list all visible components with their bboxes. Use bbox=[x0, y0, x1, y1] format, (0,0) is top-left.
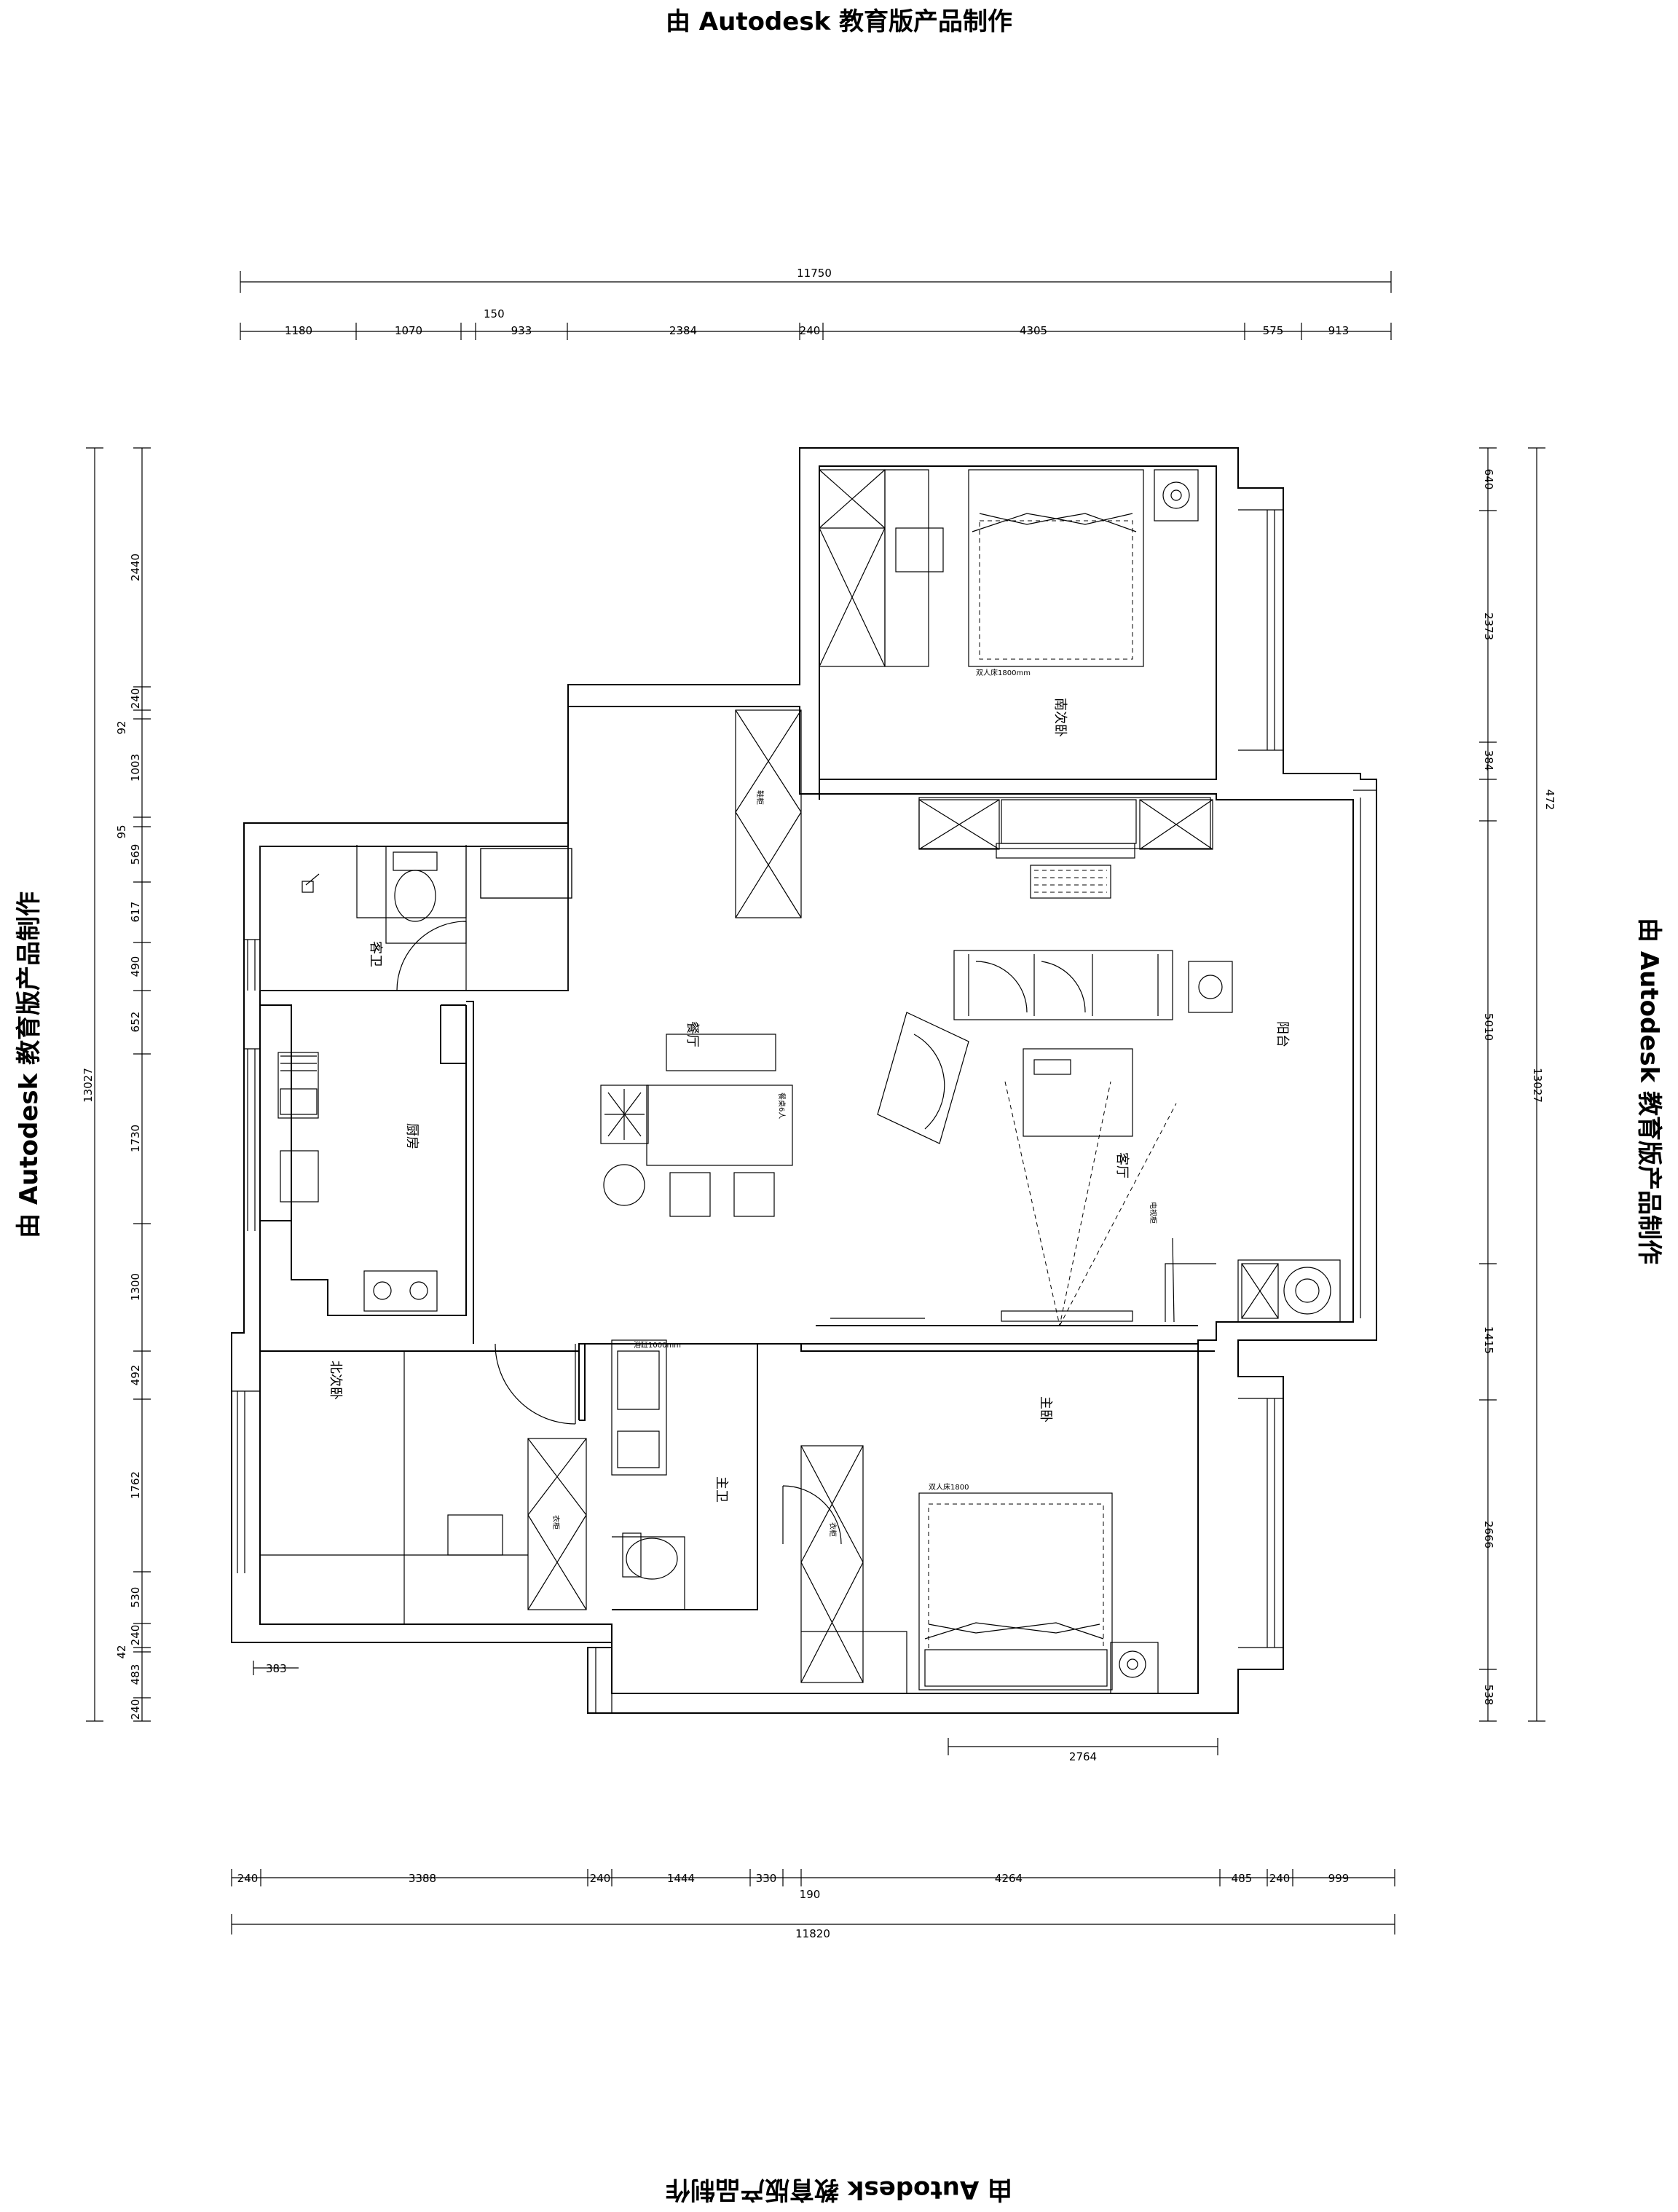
sofa bbox=[953, 950, 1173, 1020]
room-living: 客厅 bbox=[1114, 1152, 1130, 1178]
dim-top-seg-7: 913 bbox=[1328, 324, 1350, 337]
stove bbox=[363, 1270, 438, 1312]
dim-top-seg-3: 2384 bbox=[669, 324, 697, 337]
room-master-bath: 主卫 bbox=[714, 1476, 729, 1503]
room-master-bedroom: 主卧 bbox=[1038, 1396, 1053, 1422]
dim-right-seg-5: 1415 bbox=[1482, 1326, 1495, 1354]
dim-left-seg-0: 2440 bbox=[129, 554, 142, 581]
dim-left-seg-11: 492 bbox=[129, 1365, 142, 1386]
dim-bottom-seg-1: 3388 bbox=[409, 1872, 436, 1885]
master-bath: 浴缸1000mm 主卫 bbox=[611, 1339, 729, 1610]
label-wardrobe-north: 衣柜 bbox=[551, 1515, 561, 1530]
inner-dimensions: 383 2764 bbox=[253, 1661, 1218, 1763]
dim-left-seg-15: 42 bbox=[115, 1645, 128, 1658]
dim-left-total: 13027 bbox=[82, 1068, 95, 1103]
dim-left-seg-2: 92 bbox=[115, 720, 128, 734]
dim-top-seg-1: 1070 bbox=[395, 324, 422, 337]
dim-top-150: 150 bbox=[484, 307, 505, 320]
label-bed-1800-master: 双人床1800 bbox=[929, 1482, 969, 1492]
dim-right-seg-7: 538 bbox=[1482, 1685, 1495, 1706]
room-south-bedroom: 南次卧 bbox=[1052, 698, 1068, 737]
dim-bottom-seg-6: 4264 bbox=[995, 1872, 1023, 1885]
north-bedroom: 衣柜 北次卧 bbox=[260, 1351, 587, 1624]
bottom-dimensions: 240 3388 240 1444 330 190 4264 485 240 9… bbox=[231, 1869, 1395, 1940]
dim-left-seg-9: 1730 bbox=[129, 1125, 142, 1152]
dim-bottom-seg-8: 240 bbox=[1269, 1872, 1291, 1885]
doors bbox=[396, 921, 925, 1545]
dim-right-seg-6: 2666 bbox=[1482, 1521, 1495, 1548]
room-guest-bath: 客卫 bbox=[368, 941, 383, 967]
room-north-bedroom: 北次卧 bbox=[328, 1361, 343, 1400]
dining-living: 鞋柜 餐桌6人 餐厅 客厅 电视柜 阳台 bbox=[480, 709, 1341, 1326]
dim-bottom-seg-0: 240 bbox=[237, 1872, 259, 1885]
dim-left-seg-8: 652 bbox=[129, 1012, 142, 1033]
dim-top-seg-4: 240 bbox=[800, 324, 821, 337]
dim-right-seg-3: 472 bbox=[1543, 790, 1556, 811]
exterior-walls bbox=[231, 447, 1377, 1714]
guest-bath-kitchen: 客卫 厨房 bbox=[277, 845, 572, 1312]
dim-left-seg-5: 569 bbox=[129, 844, 142, 865]
dining-table bbox=[646, 1085, 793, 1166]
dim-top-seg-6: 575 bbox=[1263, 324, 1284, 337]
dim-top-seg-5: 4305 bbox=[1020, 324, 1047, 337]
piano-keyboard bbox=[996, 843, 1135, 859]
toilet-master-bath bbox=[626, 1538, 678, 1580]
dim-top-seg-2: 933 bbox=[511, 324, 532, 337]
label-shoe-cabinet: 鞋柜 bbox=[755, 790, 765, 805]
dim-left-seg-17: 240 bbox=[129, 1699, 142, 1720]
bed-master-bedroom bbox=[918, 1492, 1113, 1691]
label-bed-1800: 双人床1800mm bbox=[976, 668, 1031, 677]
dim-inner-2764: 2764 bbox=[1069, 1750, 1097, 1763]
dim-bottom-seg-5: 190 bbox=[800, 1888, 821, 1901]
dim-left-seg-16: 483 bbox=[129, 1664, 142, 1685]
dim-top-total: 11750 bbox=[797, 267, 832, 280]
dim-bottom-seg-3: 1444 bbox=[667, 1872, 695, 1885]
master-bedroom: 衣柜 双人床1800 主卧 bbox=[800, 1396, 1159, 1694]
dim-bottom-seg-9: 999 bbox=[1328, 1872, 1350, 1885]
top-dimensions: 11750 150 1180 1070 933 2384 240 4305 57… bbox=[240, 267, 1392, 340]
dim-bottom-seg-7: 485 bbox=[1232, 1872, 1253, 1885]
armchair bbox=[877, 1012, 969, 1144]
dim-inner-383: 383 bbox=[266, 1662, 287, 1675]
room-balcony: 阳台 bbox=[1275, 1021, 1290, 1047]
dim-right-seg-1: 2373 bbox=[1482, 613, 1495, 640]
room-kitchen: 厨房 bbox=[404, 1123, 420, 1149]
dim-right-seg-2: 384 bbox=[1482, 750, 1495, 771]
label-tv-cabinet: 电视柜 bbox=[1149, 1202, 1158, 1224]
dim-left-seg-1: 240 bbox=[129, 688, 142, 709]
dim-left-seg-6: 617 bbox=[129, 902, 142, 923]
label-wardrobe-master: 衣柜 bbox=[828, 1522, 838, 1537]
bathtub bbox=[611, 1339, 667, 1476]
right-dimensions: 640 2373 384 472 5010 1415 2666 538 1302… bbox=[1479, 447, 1556, 1722]
coffee-table bbox=[1023, 1048, 1133, 1137]
dim-left-seg-3: 1003 bbox=[129, 754, 142, 782]
dim-left-seg-12: 1762 bbox=[129, 1471, 142, 1499]
dim-left-seg-7: 490 bbox=[129, 956, 142, 977]
dim-right-total: 13027 bbox=[1531, 1068, 1544, 1103]
label-bath-1000: 浴缸1000mm bbox=[634, 1340, 681, 1350]
dim-bottom-seg-4: 330 bbox=[756, 1872, 777, 1885]
left-dimensions: 13027 2440 240 92 1003 95 5 bbox=[82, 447, 151, 1722]
dim-top-seg-0: 1180 bbox=[285, 324, 312, 337]
dim-left-seg-13: 530 bbox=[129, 1587, 142, 1608]
bed-south-bedroom bbox=[968, 469, 1144, 667]
room-dining: 餐厅 bbox=[685, 1021, 700, 1047]
dim-left-seg-14: 240 bbox=[129, 1625, 142, 1646]
dim-bottom-total: 11820 bbox=[795, 1927, 830, 1940]
dim-right-seg-4: 5010 bbox=[1482, 1013, 1495, 1041]
dim-left-seg-4: 95 bbox=[115, 824, 128, 838]
toilet-guest-bath bbox=[394, 870, 436, 922]
watermark-top: 由 Autodesk 教育版产品制作 bbox=[665, 7, 1013, 36]
dim-bottom-seg-2: 240 bbox=[590, 1872, 611, 1885]
dim-right-seg-0: 640 bbox=[1482, 469, 1495, 490]
dim-left-seg-10: 1300 bbox=[129, 1273, 142, 1301]
south-bedroom: 双人床1800mm 南次卧 bbox=[819, 469, 1213, 899]
label-table-6: 餐桌6人 bbox=[777, 1093, 787, 1119]
